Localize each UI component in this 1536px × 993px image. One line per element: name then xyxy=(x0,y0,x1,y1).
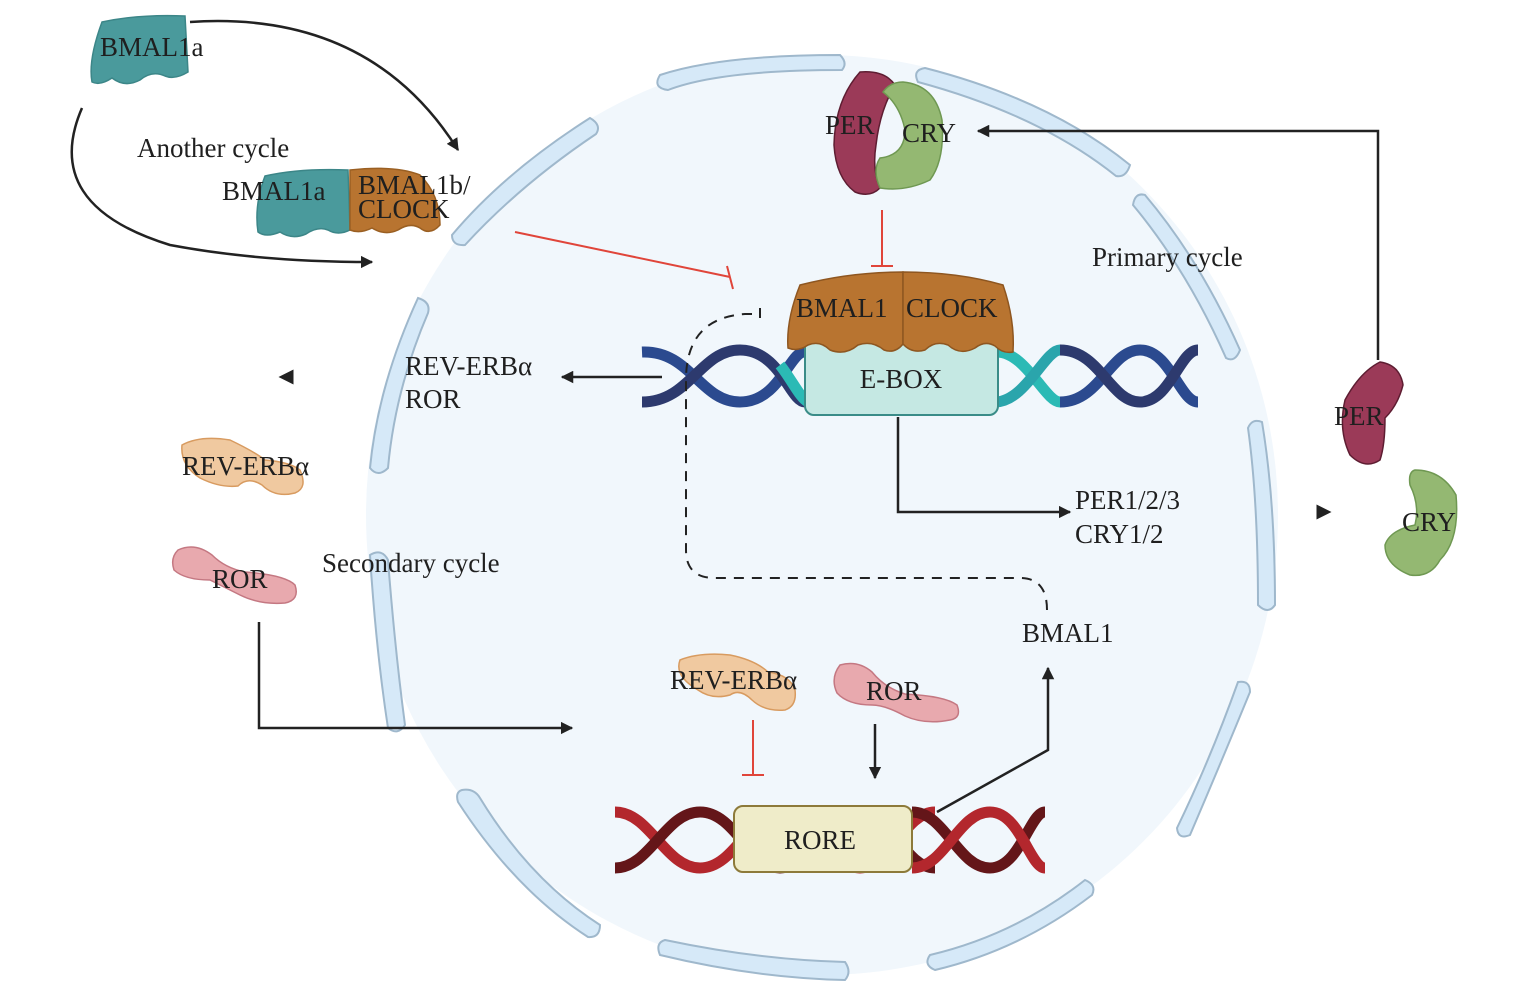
membrane-segment xyxy=(368,551,407,733)
another-cycle-label: Another cycle xyxy=(137,133,289,163)
bmal1b-clock-protein xyxy=(349,167,441,234)
clock-protein-ebox xyxy=(902,271,1015,354)
bmal1a-protein xyxy=(90,14,189,85)
cry-protein-cyto xyxy=(1384,469,1458,577)
membrane-segment xyxy=(1246,419,1277,611)
rore-to-bmal1-arrow xyxy=(936,666,1055,814)
bmal1a-complex-protein xyxy=(256,168,351,238)
rev-erb-protein-cyto xyxy=(181,437,304,496)
rev-erb-rore-label: REV-ERBα xyxy=(670,665,797,695)
membrane-segment xyxy=(926,878,1095,972)
membrane-segment xyxy=(1175,680,1252,838)
cry-protein-nuclear xyxy=(875,81,944,190)
cycle-arrow-bottom xyxy=(70,107,374,269)
per-cry-genes-line1: PER1/2/3 xyxy=(1075,485,1180,515)
membrane-segment xyxy=(368,296,430,474)
rev-erb-ror-label-line2: ROR xyxy=(405,384,461,414)
membrane-segment xyxy=(1131,193,1242,361)
rev-erb-protein-rore xyxy=(678,653,797,712)
bmal1a-complex-label: BMAL1a xyxy=(222,176,326,206)
bmal1-product-label: BMAL1 xyxy=(1022,618,1114,648)
inhibition-line-per-cry xyxy=(871,210,893,267)
rev-erb-ror-label-line1: REV-ERBα xyxy=(405,351,532,381)
inhibition-line-bmal1b xyxy=(514,231,734,290)
clock-ebox-label: CLOCK xyxy=(906,293,998,323)
cycle-arrow-top xyxy=(189,19,460,152)
per-protein-cyto xyxy=(1341,361,1404,465)
membrane-segment xyxy=(915,66,1132,178)
bmal1b-clock-label-line1: BMAL1b/ xyxy=(358,170,471,200)
primary-cycle-label: Primary cycle xyxy=(1092,242,1243,272)
dna-ebox xyxy=(641,344,1200,408)
nucleus xyxy=(366,55,1278,975)
per-cyto-label: PER xyxy=(1334,401,1384,431)
ror-protein-cyto xyxy=(171,546,297,605)
cry-nuclear-label: CRY xyxy=(902,118,956,148)
nuclear-envelope xyxy=(368,53,1277,982)
inhibition-line-rev-erb xyxy=(742,720,764,776)
ror-cyto-label: ROR xyxy=(212,564,268,594)
bmal1-protein-ebox xyxy=(787,271,904,353)
ror-import-arrow xyxy=(257,622,574,735)
ebox-label: E-BOX xyxy=(860,364,943,394)
ebox-to-per-cry-arrow xyxy=(896,417,1072,519)
dashed-feedback-bmal1 xyxy=(685,308,1048,611)
rev-erb-cyto-label: REV-ERBα xyxy=(182,451,309,481)
cry-cyto-label: CRY xyxy=(1402,507,1456,537)
secondary-cycle-label: Secondary cycle xyxy=(322,548,500,578)
membrane-segment xyxy=(450,116,599,247)
ror-rore-label: ROR xyxy=(866,676,922,706)
per-return-arrow xyxy=(976,124,1380,360)
bmal1a-top-label: BMAL1a xyxy=(100,32,204,62)
membrane-segment xyxy=(656,53,846,92)
bmal1b-clock-label-line2: CLOCK xyxy=(358,194,450,224)
rore-element xyxy=(733,805,913,873)
membrane-segment xyxy=(456,788,602,939)
membrane-segment xyxy=(657,938,850,982)
per-nuclear-label: PER xyxy=(825,110,875,140)
per-cry-genes-line2: CRY1/2 xyxy=(1075,519,1164,549)
bmal1-ebox-label: BMAL1 xyxy=(796,293,888,323)
rore-label: RORE xyxy=(784,825,856,855)
ror-protein-rore xyxy=(833,662,960,723)
